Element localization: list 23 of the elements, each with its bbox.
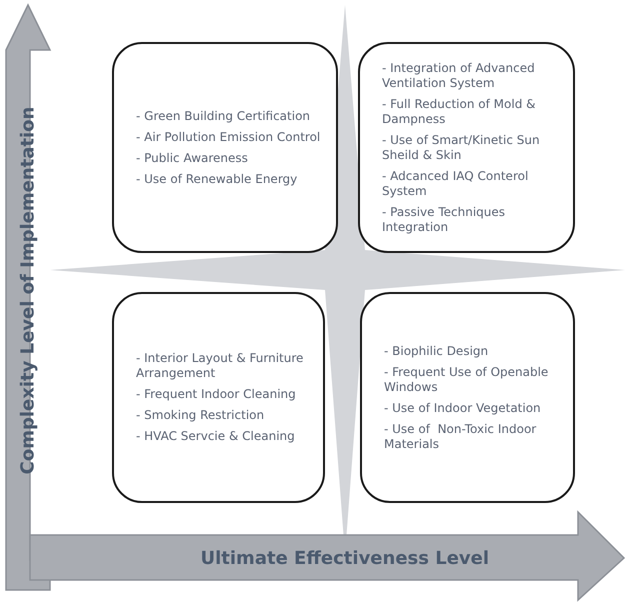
bullet-item: - Use of Indoor Vegetation: [384, 400, 542, 416]
bullet-item: - Use of Smart/Kinetic Sun Sheild & Skin: [382, 132, 541, 162]
bullet-item: - Smoking Restriction: [136, 408, 266, 423]
bullet-item: - Frequent Indoor Cleaning: [136, 387, 297, 402]
bullet-item: - Frequent Use of Openable Windows: [384, 364, 550, 394]
bullet-item: - Green Building Certification: [136, 108, 312, 124]
bullet-item: - Passive Techniques Integration: [382, 204, 506, 234]
bullet-item: - Air Pollution Emission Control: [136, 130, 322, 144]
bullet-item: - Integration of Advanced Ventilation System: [382, 60, 536, 90]
axis-title: Complexity Level of Implementation: [17, 106, 38, 474]
quadrant-card: [358, 42, 575, 253]
quadrant-card: [360, 292, 575, 503]
bullet-item: - Use of Renewable Energy: [136, 172, 298, 186]
bullet-item: - Adcanced IAQ Conterol System: [382, 168, 530, 198]
bullet-item: - Use of Non-Toxic Indoor Materials: [384, 422, 538, 452]
bullet-item: - Full Reduction of Mold & Dampness: [382, 96, 536, 126]
bullet-item: - HVAC Servcie & Cleaning: [136, 429, 296, 444]
quadrant-card: [112, 292, 325, 503]
bullet-item: - Interior Layout & Furniture Arrangement: [136, 351, 304, 381]
bullet-item: - Biophilic Design: [384, 344, 490, 358]
axis-title: Ultimate Effectiveness Level: [200, 548, 490, 568]
quadrant-card: [112, 42, 338, 253]
bullet-item: - Public Awareness: [136, 150, 249, 166]
